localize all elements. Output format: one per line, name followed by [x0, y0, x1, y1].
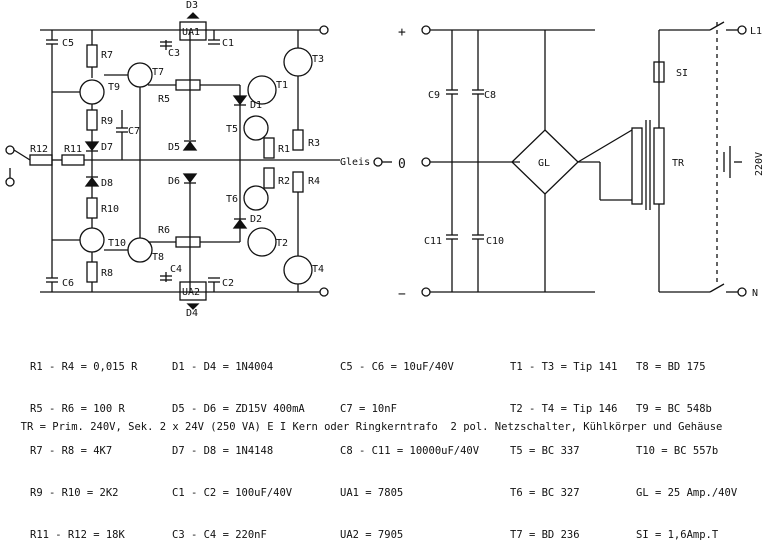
transformer-note: TR = Prim. 240V, Sek. 2 x 24V (250 VA) E…: [20, 421, 438, 433]
d1-label: D1: [250, 100, 262, 111]
parts-list-col5: T8 = BD 175 T9 = BC 548b T10 = BC 557b G…: [636, 332, 737, 556]
r11-label: R11: [64, 144, 82, 155]
c1-label: C1: [222, 38, 234, 49]
d7-label: D7: [101, 142, 113, 153]
si-label: SI: [676, 68, 688, 79]
r9-label: R9: [101, 116, 113, 127]
c2-label: C2: [222, 278, 234, 289]
part-line: T5 = BC 337: [510, 445, 580, 457]
t9-label: T9: [108, 82, 120, 93]
t4-label: T4: [312, 264, 324, 275]
c4-label: C4: [170, 264, 182, 275]
c5-label: C5: [62, 38, 74, 49]
l1-label: L1: [750, 26, 762, 37]
t5-label: T5: [226, 124, 238, 135]
part-line: R7 - R8 = 4K7: [30, 445, 113, 457]
r1-label: R1: [278, 144, 290, 155]
part-line: T6 = BC 327: [510, 487, 580, 499]
ua2-label: UA2: [182, 287, 200, 298]
part-line: GL = 25 Amp./40V: [636, 487, 738, 499]
part-line: SI = 1,6Amp.T: [636, 529, 719, 541]
c8-label: C8: [484, 90, 496, 101]
t6-label: T6: [226, 194, 238, 205]
r8-label: R8: [101, 268, 113, 279]
minus-label: −: [398, 287, 406, 302]
part-line: T2 - T4 = Tip 146: [510, 403, 618, 415]
r12-label: R12: [30, 144, 48, 155]
plus-label: +: [398, 25, 406, 40]
parts-list-col2: D1 - D4 = 1N4004 D5 - D6 = ZD15V 400mA D…: [172, 332, 305, 556]
r6-label: R6: [158, 225, 170, 236]
footer-notes: TR = Prim. 240V, Sek. 2 x 24V (250 VA) E…: [8, 409, 723, 433]
zero-label: 0: [398, 157, 406, 172]
r2-label: R2: [278, 176, 290, 187]
part-line: T1 - T3 = Tip 141: [510, 361, 618, 373]
part-line: C1 - C2 = 100uF/40V: [172, 487, 293, 499]
part-line: T10 = BC 557b: [636, 445, 719, 457]
parts-list-col3: C5 - C6 = 10uF/40V C7 = 10nF C8 - C11 = …: [340, 332, 479, 556]
d2-label: D2: [250, 214, 262, 225]
part-line: T9 = BC 548b: [636, 403, 712, 415]
d6-label: D6: [168, 176, 180, 187]
part-line: D7 - D8 = 1N4148: [172, 445, 274, 457]
part-line: C8 - C11 = 10000uF/40V: [340, 445, 480, 457]
d4-label: D4: [186, 308, 198, 319]
d8-label: D8: [101, 178, 113, 189]
part-line: UA1 = 7805: [340, 487, 404, 499]
circuit-schematic: R12 R11 C5 C6 R7 T9 R9 D7 D8 R10 T10 R8 …: [5, 0, 765, 319]
part-line: R9 - R10 = 2K2: [30, 487, 119, 499]
part-line: D5 - D6 = ZD15V 400mA: [172, 403, 305, 415]
t10-label: T10: [108, 238, 126, 249]
r3-label: R3: [308, 138, 320, 149]
extras-note: 2 pol. Netzschalter, Kühlkörper und Gehä…: [450, 421, 723, 433]
d5-label: D5: [168, 142, 180, 153]
part-line: C7 = 10nF: [340, 403, 397, 415]
part-line: R1 - R4 = 0,015 R: [30, 361, 138, 373]
part-line: C5 - C6 = 10uF/40V: [340, 361, 454, 373]
c11-label: C11: [424, 236, 442, 247]
part-line: D1 - D4 = 1N4004: [172, 361, 274, 373]
v220-label: 220V: [754, 152, 765, 176]
n-label: N: [752, 288, 758, 299]
gleis-label: Gleis: [340, 157, 370, 168]
part-line: T7 = BD 236: [510, 529, 580, 541]
parts-list-col4: T1 - T3 = Tip 141 T2 - T4 = Tip 146 T5 =…: [510, 332, 617, 556]
t1-label: T1: [276, 80, 288, 91]
t3-label: T3: [312, 54, 324, 65]
d3-label: D3: [186, 0, 198, 11]
part-line: R5 - R6 = 100 R: [30, 403, 125, 415]
c10-label: C10: [486, 236, 504, 247]
c6-label: C6: [62, 278, 74, 289]
r4-label: R4: [308, 176, 320, 187]
t8-label: T8: [152, 252, 164, 263]
ua1-label: UA1: [182, 27, 200, 38]
r7-label: R7: [101, 50, 113, 61]
r5-label: R5: [158, 94, 170, 105]
tr-label: TR: [672, 158, 685, 169]
t2-label: T2: [276, 238, 288, 249]
c3-label: C3: [168, 48, 180, 59]
gl-label: GL: [538, 158, 550, 169]
parts-list-col1: R1 - R4 = 0,015 R R5 - R6 = 100 R R7 - R…: [30, 332, 137, 556]
r10-label: R10: [101, 204, 119, 215]
part-line: R11 - R12 = 18K: [30, 529, 125, 541]
part-line: T8 = BD 175: [636, 361, 706, 373]
part-line: UA2 = 7905: [340, 529, 404, 541]
t7-label: T7: [152, 67, 164, 78]
part-line: C3 - C4 = 220nF: [172, 529, 267, 541]
c9-label: C9: [428, 90, 440, 101]
c7-label: C7: [128, 126, 140, 137]
